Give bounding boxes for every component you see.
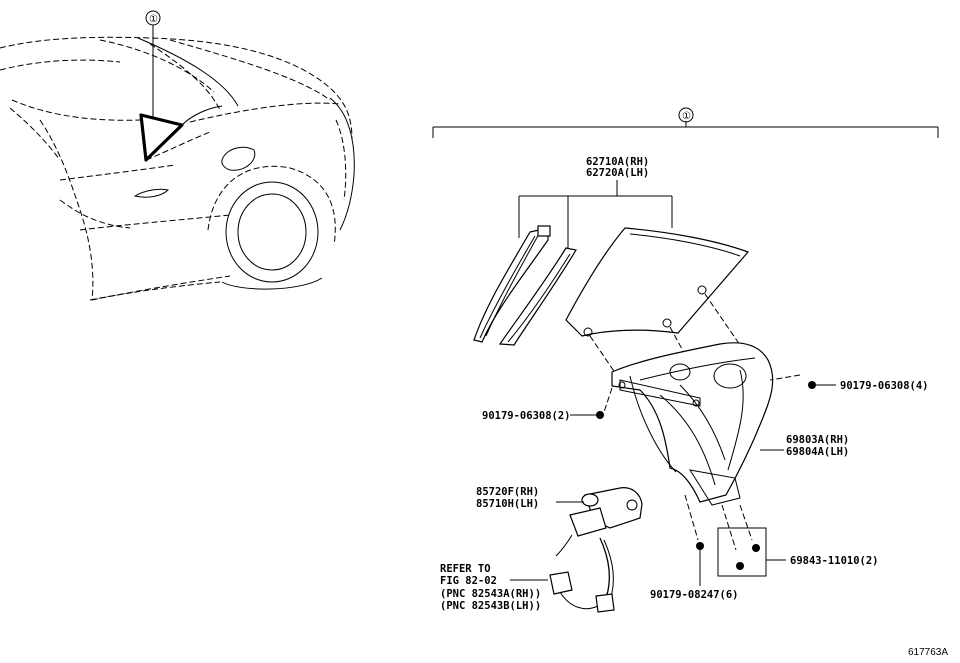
regulator-part-rh: 69803A(RH) <box>786 434 849 446</box>
wire-harness <box>549 537 615 613</box>
bolt-right-part: 90179-06308(4) <box>840 380 929 392</box>
glass-part-rh: 62710A(RH) <box>586 156 649 168</box>
assembly-bracket: ① <box>432 107 939 138</box>
glass-label-group: 62710A(RH) 62720A(LH) <box>518 156 673 250</box>
refer-line-1: REFER TO <box>440 563 491 575</box>
car-callout: ① <box>145 10 161 118</box>
motor-label-group: 85720F(RH) 85710H(LH) <box>476 486 584 510</box>
bolt-bottom-part: 90179-08247(6) <box>650 589 739 601</box>
weatherstrip-outer <box>473 225 551 343</box>
weatherstrip-inner <box>498 247 577 346</box>
glass-part-lh: 62720A(LH) <box>586 167 649 179</box>
regulator-part-lh: 69804A(LH) <box>786 446 849 458</box>
window-motor <box>555 487 643 557</box>
refer-line-4: (PNC 82543B(LH)) <box>440 600 541 612</box>
bolt-left: 90179-06308(2) <box>482 387 613 422</box>
quarter-glass <box>565 227 750 381</box>
refer-line-2: FIG 82-02 <box>440 575 497 587</box>
motor-part-lh: 85710H(LH) <box>476 498 539 510</box>
refer-line-3: (PNC 82543A(RH)) <box>440 588 541 600</box>
motor-part-rh: 85720F(RH) <box>476 486 539 498</box>
clip-box: 69843-11010(2) <box>717 504 879 577</box>
bolt-left-part: 90179-06308(2) <box>482 410 571 422</box>
figure-id: 617763A <box>908 647 948 658</box>
bolt-bottom: 90179-08247(6) <box>650 494 739 601</box>
car-rear-quarter-illustration <box>0 36 355 301</box>
regulator-label-group: 69803A(RH) 69804A(LH) <box>760 434 849 458</box>
assembly-callout-number: ① <box>682 111 691 122</box>
clip-part: 69843-11010(2) <box>790 555 879 567</box>
bolt-right: 90179-06308(4) <box>808 380 929 392</box>
refer-label-group: REFER TO FIG 82-02 (PNC 82543A(RH)) (PNC… <box>440 563 548 612</box>
car-callout-number: ① <box>149 14 158 25</box>
window-regulator <box>611 342 801 506</box>
